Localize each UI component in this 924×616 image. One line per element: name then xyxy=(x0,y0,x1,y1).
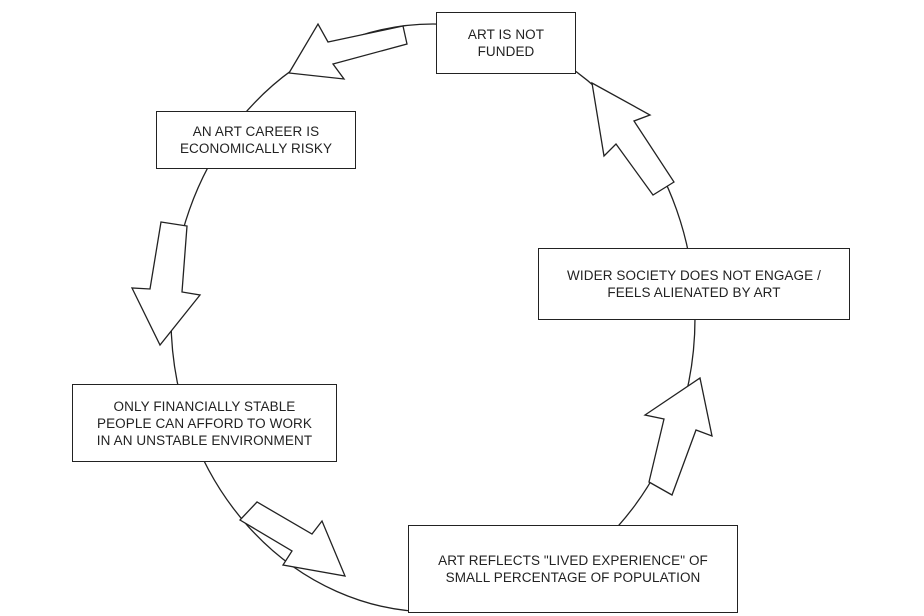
node-art-career-risky: AN ART CAREER IS ECONOMICALLY RISKY xyxy=(156,111,356,169)
edge-arrow-society-to-funding xyxy=(591,81,675,196)
node-lived-experience: ART REFLECTS "LIVED EXPERIENCE" OF SMALL… xyxy=(408,525,738,613)
node-art-not-funded-label: ART IS NOT FUNDED xyxy=(467,27,545,59)
node-financially-stable-label: ONLY FINANCIALLY STABLE PEOPLE CAN AFFOR… xyxy=(96,398,313,448)
edge-arrow-lived-to-society xyxy=(643,376,713,496)
node-art-career-risky-label: AN ART CAREER IS ECONOMICALLY RISKY xyxy=(179,124,333,156)
node-society-alienated-label: WIDER SOCIETY DOES NOT ENGAGE / FEELS AL… xyxy=(567,268,821,300)
node-art-not-funded: ART IS NOT FUNDED xyxy=(436,12,576,74)
node-society-alienated: WIDER SOCIETY DOES NOT ENGAGE / FEELS AL… xyxy=(538,248,850,320)
node-financially-stable: ONLY FINANCIALLY STABLE PEOPLE CAN AFFOR… xyxy=(72,384,337,462)
edge-arrow-stable-to-lived xyxy=(238,501,347,577)
edge-arrow-career-to-stable xyxy=(130,221,202,347)
edge-arrow-funding-to-career xyxy=(287,22,408,80)
node-lived-experience-label: ART REFLECTS "LIVED EXPERIENCE" OF SMALL… xyxy=(438,553,708,585)
